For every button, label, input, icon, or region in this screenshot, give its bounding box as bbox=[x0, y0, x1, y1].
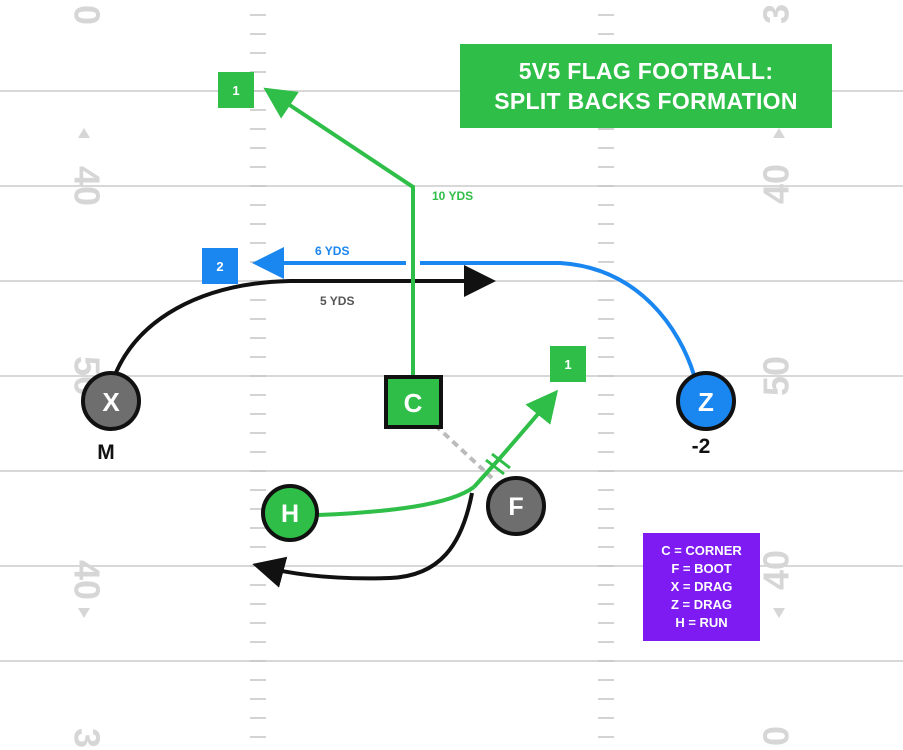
arrow-mark bbox=[78, 608, 90, 618]
play-legend: C = CORNER F = BOOT X = DRAG Z = DRAG H … bbox=[643, 533, 760, 641]
field-number-right: 3 bbox=[756, 4, 797, 24]
route-c-corner bbox=[263, 87, 415, 378]
player-z-label: Z bbox=[698, 387, 714, 417]
legend-item: Z = DRAG bbox=[670, 597, 733, 612]
player-c-square bbox=[384, 375, 443, 429]
field-number-right: 0 bbox=[756, 726, 797, 746]
player-h: H bbox=[261, 484, 319, 542]
field-number-arrows bbox=[78, 128, 785, 618]
player-c-label: C bbox=[404, 388, 423, 418]
player-f-circle bbox=[486, 476, 546, 536]
legend-item: H = RUN bbox=[675, 615, 728, 630]
field-number-right: 40 bbox=[756, 164, 797, 204]
route-x-drag bbox=[111, 265, 496, 381]
field-number-left: 0 bbox=[66, 5, 107, 25]
player-c: C bbox=[384, 375, 443, 429]
route-label-c: 10 YDS bbox=[432, 189, 473, 203]
handoff-marks bbox=[485, 452, 511, 476]
route-z-drag bbox=[252, 247, 696, 376]
player-f-label: F bbox=[508, 493, 523, 521]
legend-item: C = CORNER bbox=[661, 543, 742, 558]
player-x-circle bbox=[81, 371, 141, 431]
player-h-label: H bbox=[281, 500, 299, 528]
player-z: Z -2 bbox=[676, 371, 736, 458]
player-x: X M bbox=[81, 371, 141, 464]
read-marker-1-top-label: 1 bbox=[232, 83, 239, 98]
route-label-x: 5 YDS bbox=[320, 294, 354, 308]
legend-item: F = BOOT bbox=[671, 561, 732, 576]
player-x-tag: M bbox=[97, 441, 115, 464]
player-z-tag: -2 bbox=[692, 435, 711, 458]
field-number-right: 40 bbox=[756, 550, 797, 590]
title-box: 5V5 FLAG FOOTBALL: SPLIT BACKS FORMATION bbox=[460, 44, 832, 128]
title-line-2: SPLIT BACKS FORMATION bbox=[494, 88, 798, 114]
player-x-label: X bbox=[102, 387, 120, 417]
field-number-left: 40 bbox=[66, 166, 107, 206]
hash-marks-left bbox=[250, 14, 266, 738]
route-f-boot bbox=[252, 492, 474, 588]
player-z-circle bbox=[676, 371, 736, 431]
read-marker-1-side bbox=[550, 346, 586, 382]
route-f-out bbox=[472, 389, 559, 489]
legend-item: X = DRAG bbox=[670, 579, 733, 594]
arrow-mark bbox=[773, 608, 785, 618]
read-marker-1-top bbox=[218, 72, 254, 108]
route-c-dash bbox=[433, 423, 494, 480]
field-number-right: 50 bbox=[756, 356, 797, 396]
player-h-circle bbox=[261, 484, 319, 542]
read-marker-1-side-label: 1 bbox=[564, 357, 571, 372]
route-label-z: 6 YDS bbox=[315, 244, 349, 258]
field-number-left: 40 bbox=[66, 560, 107, 600]
field-number-left: 3 bbox=[66, 728, 107, 748]
arrow-mark bbox=[78, 128, 90, 138]
read-marker-2 bbox=[202, 248, 238, 284]
read-marker-2-label: 2 bbox=[216, 259, 223, 274]
route-h-run bbox=[317, 485, 476, 517]
title-line-1: 5V5 FLAG FOOTBALL: bbox=[518, 58, 774, 84]
player-f: F bbox=[486, 476, 546, 536]
arrow-mark bbox=[773, 128, 785, 138]
